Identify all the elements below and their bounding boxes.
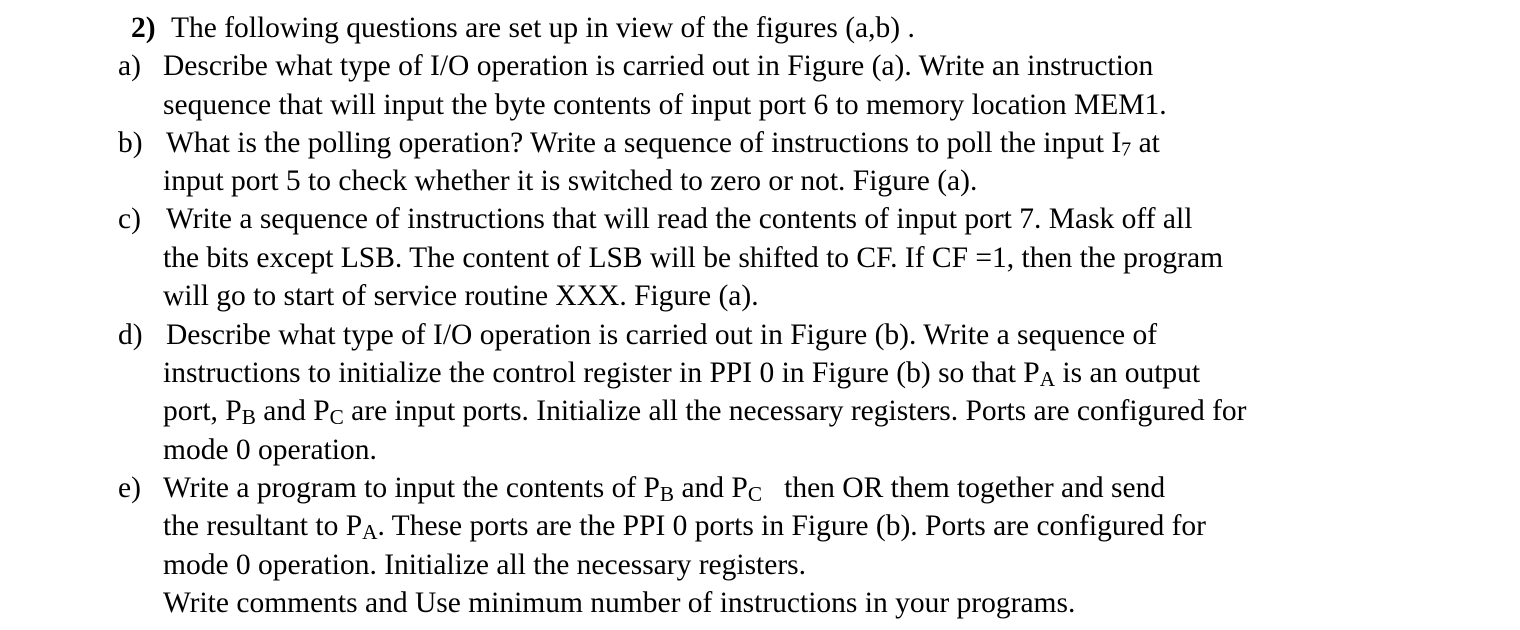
- question-heading: 2) The following questions are set up in…: [131, 12, 915, 44]
- part-d-line-3: port, PB and PC are input ports. Initial…: [163, 395, 1247, 429]
- port-subscript: C: [329, 404, 344, 429]
- part-c-line-2: the bits except LSB. The content of LSB …: [163, 242, 1224, 274]
- part-d-line-1: Describe what type of I/O operation is c…: [166, 319, 1158, 351]
- part-d-text: are input ports. Initialize all the nece…: [343, 395, 1247, 427]
- part-c-marker: c): [118, 203, 141, 235]
- port-subscript: A: [362, 519, 378, 544]
- part-e-line-1: Write a program to input the contents of…: [163, 472, 1166, 506]
- part-c-line-3: will go to start of service routine XXX.…: [163, 280, 759, 312]
- part-e-text: Write a program to input the contents of…: [163, 472, 660, 504]
- part-d-text: port, P: [163, 395, 242, 427]
- part-b-text-end: at: [1131, 127, 1160, 159]
- question-intro: The following questions are set up in vi…: [170, 12, 915, 44]
- part-d-line-4: mode 0 operation.: [163, 434, 377, 466]
- port-subscript: B: [241, 404, 256, 429]
- port-subscript: A: [1039, 366, 1056, 391]
- part-d-line-2: instructions to initialize the control r…: [163, 357, 1201, 391]
- part-d-text: and P: [255, 395, 330, 427]
- part-a-line-1: Describe what type of I/O operation is c…: [163, 50, 1154, 82]
- part-b-text: What is the polling operation? Write a s…: [166, 127, 1122, 159]
- part-b-line-2: input port 5 to check whether it is swit…: [163, 165, 978, 197]
- port-subscript: C: [747, 481, 763, 506]
- part-a-line-2: sequence that will input the byte conten…: [163, 89, 1167, 121]
- part-b-marker: b): [118, 127, 143, 159]
- part-b-line-1: What is the polling operation? Write a s…: [166, 127, 1160, 161]
- part-e-text: and P: [674, 472, 748, 504]
- part-e-line-3: mode 0 operation. Initialize all the nec…: [163, 549, 807, 581]
- part-e-text: the resultant to P: [163, 510, 363, 542]
- part-c-line-1: Write a sequence of instructions that wi…: [166, 203, 1193, 235]
- part-a-marker: a): [118, 50, 141, 82]
- part-e-marker: e): [118, 472, 141, 504]
- part-e-line-2: the resultant to PA. These ports are the…: [163, 510, 1207, 544]
- part-d-text-end: is an output: [1055, 357, 1201, 389]
- part-d-text: instructions to initialize the control r…: [163, 357, 1040, 389]
- part-e-line-4: Write comments and Use minimum number of…: [163, 587, 1076, 619]
- question-number: 2): [131, 12, 156, 44]
- part-e-text: . These ports are the PPI 0 ports in Fig…: [377, 510, 1207, 542]
- port-subscript: B: [659, 481, 675, 506]
- input-subscript: 7: [1121, 138, 1132, 161]
- part-d-marker: d): [118, 319, 143, 351]
- part-e-text: then OR them together and send: [762, 472, 1166, 504]
